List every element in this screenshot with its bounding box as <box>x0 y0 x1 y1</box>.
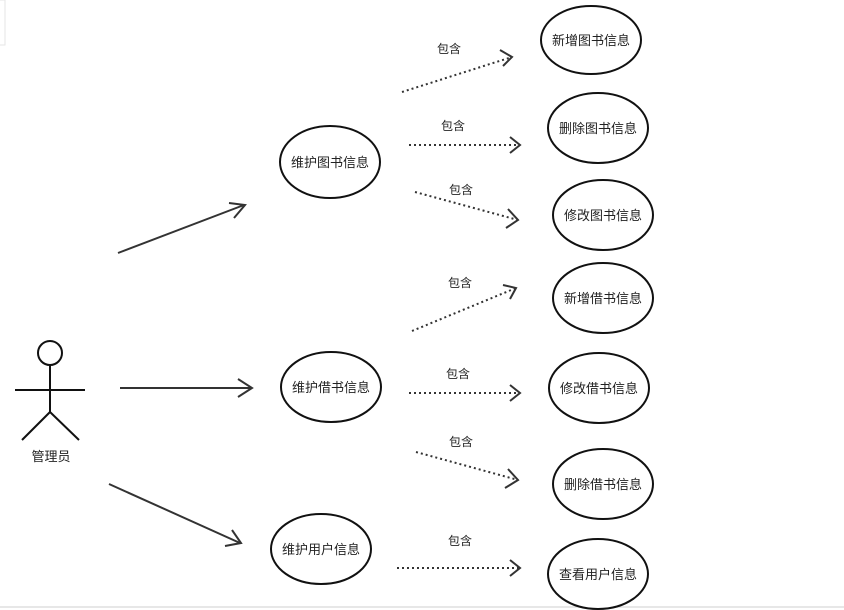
include-arrowhead-view-user <box>509 559 522 577</box>
assoc-arrowhead-book <box>228 202 247 219</box>
actor-label: 管理员 <box>31 450 70 465</box>
include-arrowhead-add-borrow <box>502 284 518 300</box>
usecase-delete-borrow-label: 删除借书信息 <box>564 477 642 493</box>
usecase-modify-borrow[interactable]: 修改借书信息 <box>548 352 650 424</box>
assoc-arrow-user <box>108 483 241 544</box>
include-label-view-user: 包含 <box>448 533 472 548</box>
assoc-arrowhead-user <box>224 529 243 547</box>
include-label-delete-book: 包含 <box>441 118 465 133</box>
usecase-delete-book-label: 删除图书信息 <box>559 121 637 137</box>
include-arrow-add-book <box>401 56 513 93</box>
usecase-modify-book[interactable]: 修改图书信息 <box>552 179 654 251</box>
include-arrow-add-borrow <box>411 287 517 332</box>
actor-head <box>37 340 63 366</box>
usecase-delete-book[interactable]: 删除图书信息 <box>547 92 649 164</box>
usecase-maintain-user-label: 维护用户信息 <box>282 542 360 558</box>
include-label-modify-book: 包含 <box>449 182 473 197</box>
include-arrowhead-delete-book <box>509 136 522 154</box>
include-arrowhead-modify-book <box>505 208 520 229</box>
usecase-maintain-user[interactable]: 维护用户信息 <box>270 513 372 585</box>
usecase-maintain-book[interactable]: 维护图书信息 <box>279 125 381 199</box>
usecase-view-user-label: 查看用户信息 <box>559 567 637 583</box>
usecase-maintain-borrow[interactable]: 维护借书信息 <box>280 351 382 423</box>
usecase-view-user[interactable]: 查看用户信息 <box>547 538 649 610</box>
include-arrowhead-add-book <box>499 49 514 67</box>
actor-right-leg <box>49 411 80 441</box>
assoc-arrowhead-borrow <box>237 378 254 398</box>
include-arrowhead-modify-borrow <box>509 384 522 402</box>
actor-left-leg <box>21 411 51 441</box>
usecase-modify-borrow-label: 修改借书信息 <box>560 381 638 397</box>
usecase-add-borrow-label: 新增借书信息 <box>564 291 642 307</box>
actor-admin[interactable]: 管理员 <box>15 340 85 465</box>
include-arrow-delete-borrow <box>415 451 519 481</box>
usecase-add-borrow[interactable]: 新增借书信息 <box>552 262 654 334</box>
assoc-arrow-book <box>117 204 245 254</box>
include-label-add-book: 包含 <box>437 41 461 56</box>
include-label-add-borrow: 包含 <box>448 275 472 290</box>
include-arrowhead-delete-borrow <box>504 468 520 489</box>
include-label-modify-borrow: 包含 <box>446 366 470 381</box>
corner-frame <box>0 0 6 46</box>
usecase-maintain-book-label: 维护图书信息 <box>291 155 369 171</box>
usecase-add-book[interactable]: 新增图书信息 <box>540 5 642 75</box>
include-label-delete-borrow: 包含 <box>449 434 473 449</box>
usecase-delete-borrow[interactable]: 删除借书信息 <box>552 448 654 520</box>
usecase-modify-book-label: 修改图书信息 <box>564 208 642 224</box>
usecase-maintain-borrow-label: 维护借书信息 <box>292 380 370 396</box>
usecase-add-book-label: 新增图书信息 <box>552 33 630 49</box>
